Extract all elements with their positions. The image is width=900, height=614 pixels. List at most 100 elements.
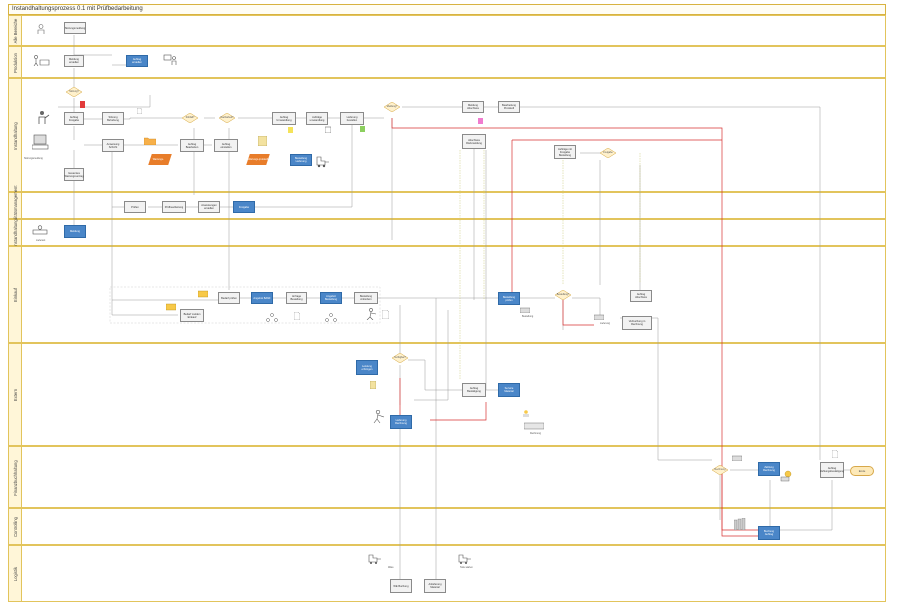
task-box-blue[interactable]: Buchung Auftrag [758, 526, 780, 540]
task-box-blue[interactable]: Meldung [64, 225, 86, 238]
decision-diamond[interactable]: Meldung? [384, 102, 400, 112]
task-box[interactable]: Prüfbearbeitung [162, 201, 186, 213]
money-icon [166, 303, 176, 311]
decision-label: Meldung? [386, 105, 398, 108]
accountant-icon [780, 470, 792, 482]
technician-icon [38, 111, 50, 124]
lane-header: Alle Bereiche [8, 15, 22, 46]
lane-header: Extern [8, 343, 22, 446]
task-box[interactable]: Anweisung Schicht [102, 139, 124, 152]
calculator-icon [258, 136, 267, 146]
lane-header: Produktion [8, 46, 22, 78]
document-parallelogram[interactable]: Wartungs-vorschrift [148, 154, 172, 172]
caption: Rechnung [530, 432, 541, 435]
task-box[interactable]: Verbuchung in Rechnung [622, 316, 652, 330]
clipboard-icon [325, 126, 331, 133]
binder-icon [734, 518, 746, 530]
decision-label: Bestellung? [556, 293, 570, 296]
calculator-icon [370, 381, 376, 389]
decision-label: Freigabe [603, 151, 613, 154]
task-box[interactable]: Aufträge umwandlung [306, 112, 328, 125]
lane-purchasing [8, 246, 886, 343]
task-box[interactable]: Anlieferung Material [424, 579, 446, 593]
worker-machine-icon [33, 55, 50, 66]
document-parallelogram[interactable]: Wartungs-protokoll [246, 154, 270, 165]
task-box-blue[interactable]: Lieferung Rechnung [390, 415, 412, 429]
decision-label: Verfügbar? [394, 356, 406, 359]
task-box-blue[interactable]: Leistung erbringen [356, 360, 378, 375]
lane-header: Logistik [8, 545, 22, 602]
task-box[interactable]: Bedarf melden Einkauf [180, 309, 204, 322]
task-box[interactable]: Meldung erstellen [64, 55, 84, 67]
folder-icon [144, 137, 156, 145]
forklift-icon [458, 554, 471, 564]
caption: Bestellung [522, 315, 534, 318]
document-icon [382, 310, 389, 319]
task-box[interactable]: Auftrag Umwandlung [272, 112, 296, 125]
task-box[interactable]: Prüfen [124, 201, 146, 213]
task-box[interactable]: Auftrag Zahlungsbestätigung [820, 462, 844, 478]
task-box[interactable]: Bedarf prüfen [218, 292, 240, 304]
task-box[interactable]: Bearbeitung Protokoll [498, 101, 520, 113]
forklift-icon [316, 156, 329, 168]
lane-all [8, 15, 886, 46]
task-box[interactable]: Auftrag Bearbeiten [180, 139, 204, 152]
printer-icon [732, 455, 742, 461]
task-box[interactable]: Auftrag einstellen [214, 139, 238, 152]
decision-diamond[interactable]: Störfall? [182, 113, 198, 123]
decision-diamond[interactable]: Bestellung? [555, 290, 571, 300]
printer-icon [520, 307, 530, 313]
diagram-title: Instandhaltungsprozess 0.1 mit Prüfbedar… [8, 4, 886, 15]
task-box[interactable]: Auftrag Abschluss [630, 290, 652, 302]
task-box[interactable]: Abschluss Rückmeldung [462, 134, 486, 149]
task-box-blue[interactable]: Bestellung prüfen [498, 292, 520, 305]
decision-diamond[interactable]: Freigabe [600, 148, 616, 158]
task-box[interactable]: Störung Behebung [102, 112, 124, 125]
workstation-icon [32, 134, 49, 150]
pdf-document-icon [80, 101, 85, 108]
person-icon [37, 24, 45, 34]
task-box[interactable]: WE Buchung [390, 579, 412, 593]
end-terminal[interactable]: Ende [850, 466, 874, 476]
lane-header: Instandhaltung [8, 78, 22, 192]
task-box[interactable]: Lieferung bestellen [340, 112, 364, 125]
computer-user-icon [163, 54, 177, 65]
caption: Lieferung [600, 322, 610, 325]
decision-label: Störung? [69, 90, 79, 93]
task-box[interactable]: Meldung Abschluss [462, 101, 484, 113]
task-box[interactable]: Auftrag Freigabe [64, 112, 84, 125]
task-box[interactable]: Anfrage Bestellung [286, 292, 307, 304]
task-box-blue[interactable]: Bestellung Lieferung [290, 154, 312, 166]
supplier-desk-icon [32, 225, 48, 235]
printer-icon [594, 314, 604, 320]
team-icon [266, 313, 278, 322]
team-icon [325, 313, 337, 322]
task-box[interactable]: Störungsmeldung [64, 22, 86, 34]
caption: Ware [388, 566, 394, 569]
note-pink-icon [478, 118, 483, 124]
decision-diamond[interactable]: Nacharbeit? [219, 113, 235, 123]
task-box[interactable]: Aufträge mit Freigabe Bestellung [554, 145, 576, 159]
document-icon [832, 450, 838, 458]
task-box-blue[interactable]: Auftrag erstellen [126, 55, 148, 67]
decision-diamond[interactable]: Störung? [66, 87, 82, 97]
task-box[interactable]: Bestellung Anfordern [354, 292, 378, 304]
decision-diamond[interactable]: Verfügbar? [392, 353, 408, 363]
task-box[interactable]: Gesamtes Wartungsvertrag [64, 168, 84, 181]
delivery-person-icon [366, 308, 377, 320]
decision-label: Nacharbeit? [220, 116, 234, 119]
task-box-blue[interactable]: Angebot Bestellung [320, 292, 342, 304]
caption: Lieferant [36, 239, 46, 242]
decision-diamond[interactable]: Rechnung [712, 465, 728, 475]
lane-header: Finanzbuchhaltung [8, 446, 22, 508]
task-box-blue[interactable]: Angebot BANF [251, 292, 273, 304]
caption: Störungsmeldung [24, 157, 43, 160]
task-box-blue[interactable]: Zahlung Rechnung [758, 462, 780, 476]
decision-label: Störfall? [185, 116, 195, 119]
task-box[interactable]: Anweisungen erstellen [198, 201, 220, 213]
task-box-blue[interactable]: Service Material [498, 383, 520, 397]
lane-header: Instandhaltung [8, 219, 22, 247]
task-box-blue[interactable]: Freigabe [233, 201, 255, 213]
task-box[interactable]: Auftrag Bestätigung [462, 383, 486, 397]
lane-quality [8, 192, 886, 219]
